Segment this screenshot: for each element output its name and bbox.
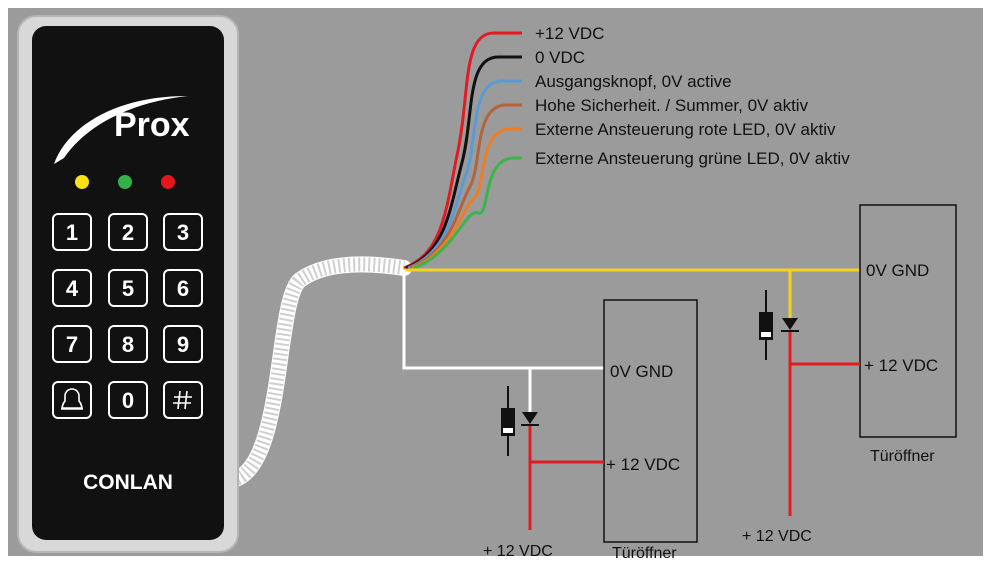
- wire-1: +12 VDC: [403, 24, 604, 270]
- supply-label: + 12 VDC: [483, 543, 553, 560]
- door-opener-1: 0V GND + 12 VDC Türöffner + 12 VDC: [483, 299, 698, 562]
- key-8[interactable]: 8: [108, 325, 148, 363]
- led-green: [118, 175, 132, 189]
- bell-icon: [61, 388, 83, 410]
- key-3[interactable]: 3: [163, 213, 203, 251]
- wire-fan: +12 VDC 0 VDC Ausgangsknopf, 0V activeHohe…: [403, 24, 850, 270]
- key-hash[interactable]: [163, 381, 203, 419]
- logo-swoosh: [54, 96, 188, 164]
- opener-title: Türöffner: [870, 448, 935, 465]
- key-6[interactable]: 6: [163, 269, 203, 307]
- varistor: [759, 290, 773, 360]
- wire-6: Externe Ansteuerung grüne LED, 0V aktiv: [413, 149, 850, 270]
- key-5[interactable]: 5: [108, 269, 148, 307]
- wire-2: 0 VDC: [405, 48, 585, 270]
- supply-label: + 12 VDC: [742, 528, 812, 545]
- key-bell[interactable]: [52, 381, 92, 419]
- key-label: 0: [122, 388, 134, 413]
- wire-label: +12 VDC: [535, 24, 604, 43]
- varistor: [501, 386, 515, 456]
- brand-logo: CONLAN: [83, 471, 173, 494]
- logo-text: Prox: [114, 106, 190, 144]
- wire-5: Externe Ansteuerung rote LED, 0V aktiv: [411, 120, 836, 270]
- opener-vdc-label: + 12 VDC: [864, 356, 938, 375]
- key-label: 5: [122, 276, 134, 301]
- led-red: [161, 175, 175, 189]
- cable-texture: [229, 257, 406, 487]
- gnd-wire-white: [402, 270, 604, 370]
- wire-label: Ausgangsknopf, 0V active: [535, 72, 732, 91]
- led-yellow: [75, 175, 89, 189]
- wire-label: Hohe Sicherheit. / Summer, 0V aktiv: [535, 96, 809, 115]
- key-1[interactable]: 1: [52, 213, 92, 251]
- opener-box: [603, 299, 698, 543]
- key-label: 8: [122, 332, 134, 357]
- wire-label: Externe Ansteuerung rote LED, 0V aktiv: [535, 120, 836, 139]
- keypad: Prox 1 2 3 4 5 6 7 8 9 0 CONLAN: [17, 15, 239, 553]
- key-7[interactable]: 7: [52, 325, 92, 363]
- key-9[interactable]: 9: [163, 325, 203, 363]
- key-label: 2: [122, 220, 134, 245]
- key-label: 7: [66, 332, 78, 357]
- keypad-face: [32, 26, 224, 540]
- opener-title: Türöffner: [612, 545, 677, 562]
- key-label: 3: [177, 220, 189, 245]
- wire-label: 0 VDC: [535, 48, 585, 67]
- key-grid: 1 2 3 4 5 6 7 8 9 0: [52, 213, 203, 419]
- key-label: 4: [66, 276, 79, 301]
- opener-box: [859, 204, 957, 438]
- diode: [521, 412, 539, 426]
- hash-icon: [173, 390, 192, 410]
- key-2[interactable]: 2: [108, 213, 148, 251]
- key-4[interactable]: 4: [52, 269, 92, 307]
- wire-4: Hohe Sicherheit. / Summer, 0V aktiv: [409, 96, 809, 270]
- diode: [781, 318, 799, 332]
- wire-label: Externe Ansteuerung grüne LED, 0V aktiv: [535, 149, 850, 168]
- key-label: 9: [177, 332, 189, 357]
- key-label: 1: [66, 220, 78, 245]
- key-label: 6: [177, 276, 189, 301]
- opener-gnd-label: 0V GND: [866, 261, 929, 280]
- key-0[interactable]: 0: [108, 381, 148, 419]
- opener-gnd-label: 0V GND: [610, 362, 673, 381]
- door-opener-2: 0V GND + 12 VDC Türöffner + 12 VDC: [742, 204, 957, 545]
- wire-3: Ausgangsknopf, 0V active: [407, 72, 732, 270]
- opener-vdc-label: + 12 VDC: [606, 455, 680, 474]
